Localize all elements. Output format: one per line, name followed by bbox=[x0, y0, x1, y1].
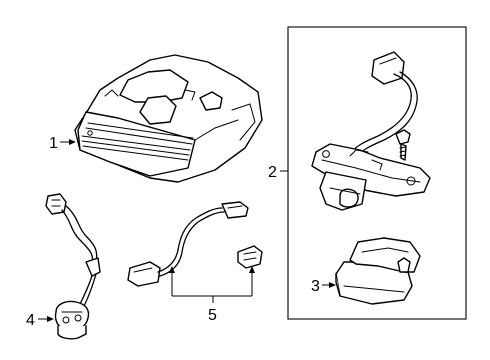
part-2-camera-assembly[interactable] bbox=[311, 51, 431, 211]
callout-3: 3 bbox=[311, 278, 336, 295]
callout-5: 5 bbox=[169, 266, 255, 324]
part-5-wiring-harness[interactable] bbox=[127, 201, 263, 287]
callout-1: 1 bbox=[49, 135, 76, 152]
part-3-lamp[interactable] bbox=[335, 237, 421, 305]
part-1-housing[interactable] bbox=[74, 54, 263, 183]
callout-2-label: 2 bbox=[268, 164, 277, 181]
callout-2: 2 bbox=[268, 164, 288, 181]
part-4-sensor-harness[interactable] bbox=[45, 193, 101, 340]
assembly-2-box bbox=[287, 26, 467, 320]
callout-4: 4 bbox=[26, 312, 54, 329]
callout-5-label: 5 bbox=[208, 307, 217, 324]
callout-4-label: 4 bbox=[26, 312, 35, 329]
callout-1-label: 1 bbox=[49, 135, 58, 152]
callout-3-label: 3 bbox=[311, 278, 320, 295]
